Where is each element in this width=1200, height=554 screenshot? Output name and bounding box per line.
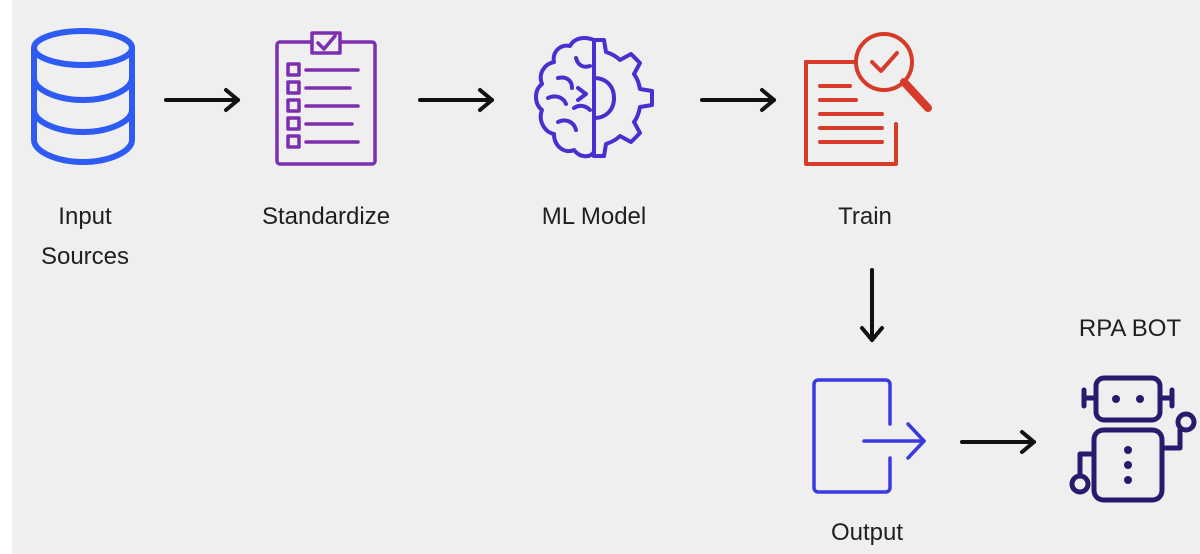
- robot-icon: [1062, 372, 1198, 504]
- node-label-output: Output: [830, 519, 904, 546]
- node-label-rpa-bot: RPA BOT: [1078, 315, 1182, 342]
- arrow-model-to-train: [700, 88, 780, 112]
- arrow-train-to-output: [860, 268, 884, 344]
- document-magnifier-icon: [802, 28, 942, 168]
- arrow-output-to-bot: [960, 430, 1040, 454]
- exit-arrow-icon: [812, 378, 928, 494]
- node-label-standardize: Standardize: [261, 203, 391, 230]
- brain-gear-icon: [528, 32, 660, 164]
- diagram-canvas: Input Sources Standardize ML Model Train…: [12, 0, 1200, 554]
- checklist-clipboard-icon: [274, 30, 378, 166]
- database-icon: [28, 28, 138, 165]
- node-label-ml-model: ML Model: [541, 203, 647, 230]
- node-label-input-sources: Input Sources: [30, 202, 140, 272]
- node-label-input-sources-line2: Sources: [40, 243, 130, 270]
- node-label-input-sources-line1: Input: [58, 203, 112, 230]
- arrow-input-to-standardize: [164, 88, 244, 112]
- node-label-train: Train: [838, 203, 892, 230]
- arrow-standardize-to-model: [418, 88, 498, 112]
